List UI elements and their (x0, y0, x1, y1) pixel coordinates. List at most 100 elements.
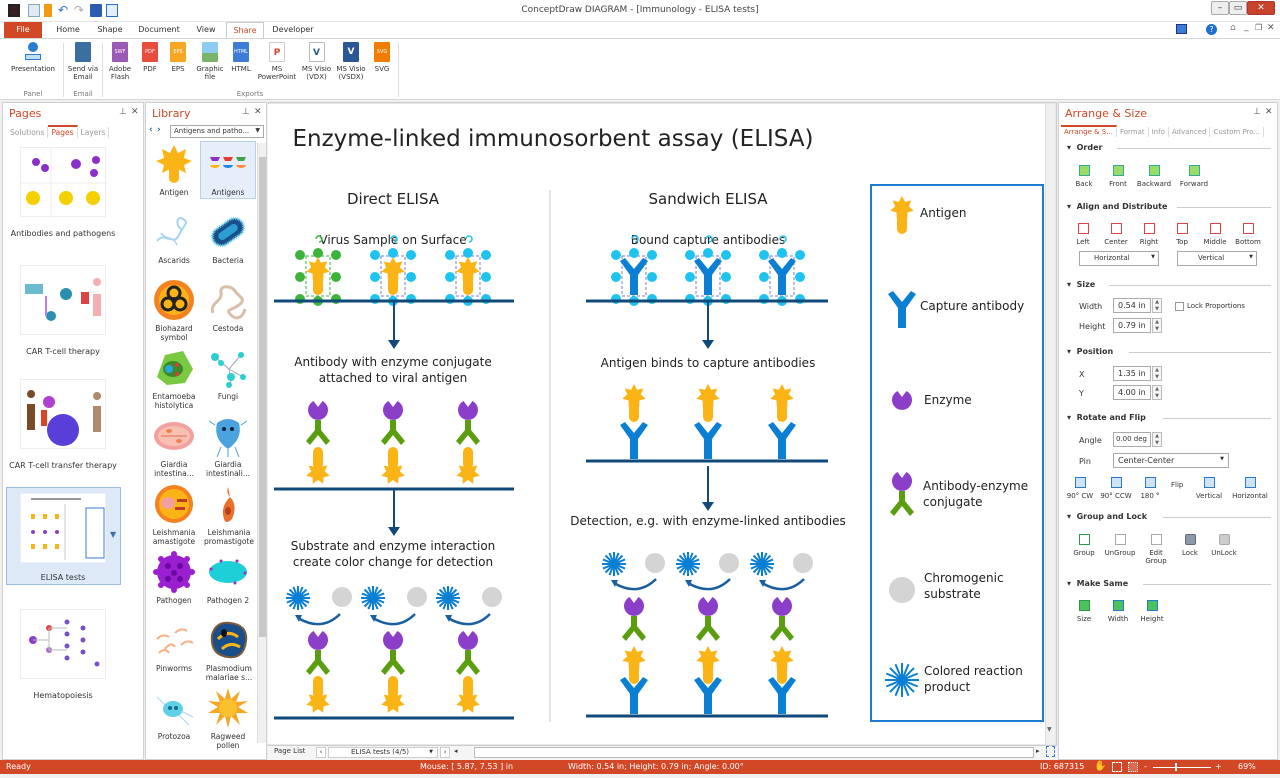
ms-visio-vsdx-button[interactable]: V MS Visio (VSDX) (334, 42, 368, 81)
section-rotate-flip[interactable]: ▾ Rotate and Flip (1067, 413, 1271, 422)
angle-input[interactable]: 0.00 deg (1113, 432, 1151, 447)
zoom-area-icon[interactable] (1112, 762, 1122, 772)
tab-solutions[interactable]: Solutions (7, 127, 49, 138)
scroll-left-icon[interactable]: ◂ (454, 747, 458, 755)
flip-horizontal-button[interactable]: Horizontal (1229, 477, 1271, 500)
group-button[interactable]: Group (1067, 534, 1101, 557)
page-label[interactable]: Antibodies and pathogens (10, 229, 116, 238)
section-order[interactable]: ▾ Order (1067, 143, 1271, 152)
tab-developer[interactable]: Developer (272, 25, 314, 34)
library-scrollbar[interactable] (257, 143, 266, 743)
section-position[interactable]: ▾ Position (1067, 347, 1271, 356)
library-item-giardia-2[interactable]: Giardia intestinali... (202, 415, 254, 478)
y-input[interactable]: 4.00 in (1113, 385, 1151, 400)
align-bottom-button[interactable]: Bottom (1231, 223, 1265, 246)
library-back-icon[interactable]: ‹ (149, 125, 153, 135)
width-stepper[interactable]: ▲▼ (1152, 298, 1162, 313)
minimize-button[interactable]: – (1211, 1, 1229, 15)
html-button[interactable]: HTML HTML (228, 42, 254, 73)
zoom-fit-icon[interactable] (1128, 762, 1138, 772)
zoom-slider-thumb[interactable] (1175, 763, 1177, 771)
distribute-horizontal-select[interactable]: Horizontal▼ (1079, 251, 1159, 266)
back-button[interactable]: Back (1067, 165, 1101, 188)
library-dropdown[interactable]: Antigens and patho...▼ (170, 125, 264, 138)
edit-group-button[interactable]: Edit Group (1141, 534, 1171, 565)
eps-button[interactable]: EPS EPS (164, 42, 192, 73)
flip-vertical-button[interactable]: Vertical (1191, 477, 1227, 500)
open-icon[interactable] (44, 4, 52, 17)
library-item-pathogen[interactable]: Pathogen (148, 551, 200, 605)
tab-advanced[interactable]: Advanced (1169, 127, 1211, 137)
library-item-antigen[interactable]: Antigen (148, 143, 200, 197)
page-select[interactable]: ELISA tests (4/5)▼ (328, 747, 438, 758)
print-preview-icon[interactable] (106, 4, 118, 17)
layout-icon[interactable] (1176, 24, 1187, 34)
lock-button[interactable]: Lock (1173, 534, 1207, 557)
height-stepper[interactable]: ▲▼ (1152, 318, 1162, 333)
unlock-button[interactable]: UnLock (1207, 534, 1241, 557)
page-list-button[interactable]: Page List (274, 747, 306, 755)
backward-button[interactable]: Backward (1135, 165, 1173, 188)
height-input[interactable]: 0.79 in (1113, 318, 1151, 333)
library-item-antigens[interactable]: Antigens (202, 143, 254, 197)
x-input[interactable]: 1.35 in (1113, 366, 1151, 381)
forward-button[interactable]: Forward (1175, 165, 1213, 188)
page-thumbnail[interactable] (20, 609, 106, 679)
fit-page-icon[interactable] (1046, 746, 1055, 757)
library-item-giardia-1[interactable]: Giardia intestina... (148, 415, 200, 478)
section-group-lock[interactable]: ▾ Group and Lock (1067, 512, 1271, 521)
pin-icon[interactable]: ⊥ (1253, 107, 1261, 117)
library-item-biohazard[interactable]: Biohazard symbol (148, 279, 200, 342)
scroll-right-icon[interactable]: ▸ (1036, 747, 1040, 755)
pdf-button[interactable]: PDF PDF (137, 42, 163, 73)
section-make-same[interactable]: ▾ Make Same (1067, 579, 1271, 588)
library-item-ragweed[interactable]: Ragweed pollen (202, 687, 254, 750)
library-item-leishmania-amastigote[interactable]: Leishmania amastigote (148, 483, 200, 546)
distribute-vertical-select[interactable]: Vertical▼ (1177, 251, 1257, 266)
tab-custom-properties[interactable]: Custom Pro... (1210, 127, 1265, 137)
canvas-horizontal-scrollbar[interactable] (474, 747, 1034, 758)
undo-icon[interactable]: ↶ (58, 3, 69, 17)
tab-shape[interactable]: Shape (97, 25, 123, 34)
library-item-entamoeba[interactable]: Entamoeba histolytica (148, 347, 200, 410)
diagram-canvas[interactable]: Enzyme-linked immunosorbent assay (ELISA… (268, 104, 1045, 744)
hand-tool-icon[interactable]: ✋ (1094, 761, 1107, 772)
page-thumbnail[interactable] (20, 379, 106, 449)
page-thumbnail[interactable] (20, 265, 106, 335)
align-right-button[interactable]: Right (1132, 223, 1166, 246)
tab-file[interactable]: File (4, 22, 42, 38)
ms-visio-vdx-button[interactable]: V MS Visio (VDX) (300, 42, 333, 81)
zoom-slider[interactable] (1153, 767, 1211, 768)
doc-close-icon[interactable]: ✕ (1267, 23, 1275, 33)
tab-home[interactable]: Home (56, 25, 80, 34)
tab-format[interactable]: Format (1117, 127, 1149, 137)
redo-icon[interactable]: ↷ (74, 3, 85, 17)
prev-page-button[interactable]: ‹ (316, 747, 326, 758)
library-item-pathogen-2[interactable]: Pathogen 2 (202, 551, 254, 605)
next-page-button[interactable]: › (440, 747, 450, 758)
ungroup-button[interactable]: UnGroup (1101, 534, 1139, 557)
tab-pages[interactable]: Pages (48, 125, 78, 138)
scroll-thumb[interactable] (259, 157, 266, 637)
scroll-down-icon[interactable]: ▼ (1047, 726, 1052, 733)
tab-info[interactable]: Info (1149, 127, 1169, 137)
pin-icon[interactable]: ⊥ (242, 107, 250, 117)
tab-document[interactable]: Document (138, 25, 180, 34)
angle-stepper[interactable]: ▲▼ (1152, 432, 1162, 447)
doc-restore-icon[interactable]: ❐ (1255, 23, 1263, 32)
align-center-button[interactable]: Center (1099, 223, 1133, 246)
ribbon-collapse-icon[interactable]: ⌂ (1230, 23, 1236, 33)
close-panel-icon[interactable]: ✕ (254, 107, 262, 117)
page-thumbnail[interactable] (20, 147, 107, 218)
help-icon[interactable]: ? (1206, 24, 1217, 35)
page-label[interactable]: CAR T-cell transfer therapy (9, 461, 117, 470)
graphic-file-button[interactable]: Graphic file (193, 42, 227, 81)
rotate-90cw-button[interactable]: 90° CW (1063, 477, 1097, 500)
same-size-button[interactable]: Size (1067, 600, 1101, 623)
page-menu-chevron-icon[interactable]: ▼ (110, 530, 117, 539)
section-size[interactable]: ▾ Size (1067, 280, 1271, 289)
same-height-button[interactable]: Height (1135, 600, 1169, 623)
canvas-vertical-scrollbar[interactable]: ▼ (1045, 104, 1055, 744)
x-stepper[interactable]: ▲▼ (1152, 366, 1162, 381)
close-panel-icon[interactable]: ✕ (131, 107, 139, 117)
